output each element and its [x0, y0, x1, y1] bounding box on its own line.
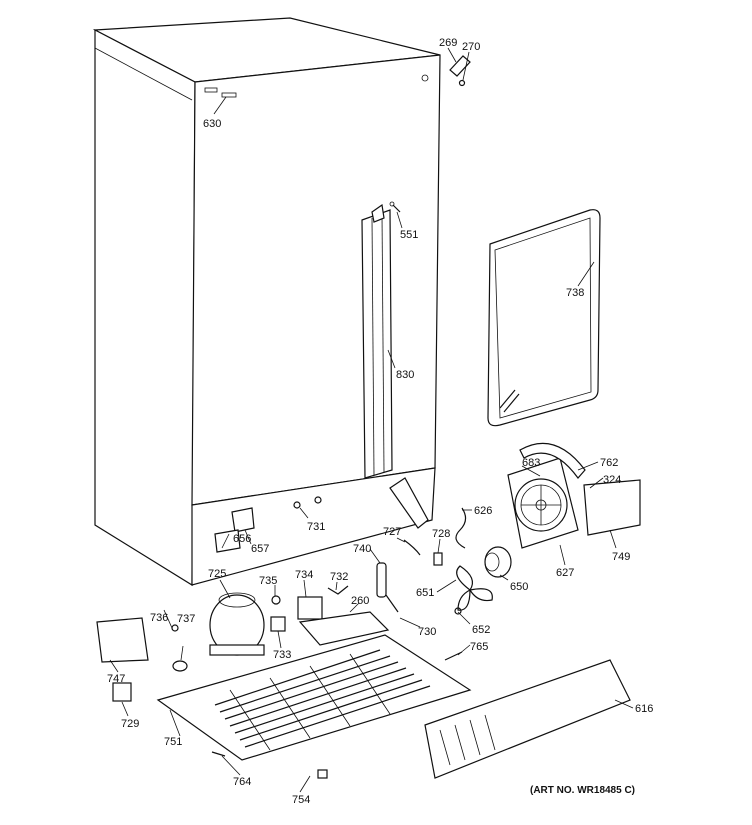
- cover-panel-749: [583, 479, 641, 536]
- callout-728: 728: [432, 528, 450, 540]
- callout-652: 652: [472, 624, 490, 636]
- center-divider-830: [361, 203, 393, 479]
- callout-650: 650: [510, 581, 528, 593]
- callout-734: 734: [295, 569, 313, 581]
- callout-740: 740: [353, 543, 371, 555]
- callout-269: 269: [439, 37, 457, 49]
- callout-683: 683: [522, 457, 540, 469]
- callout-765: 765: [470, 641, 488, 653]
- callout-764: 764: [233, 776, 251, 788]
- callout-657: 657: [251, 543, 269, 555]
- callout-324: 324: [603, 474, 621, 486]
- base-plate-751: [156, 634, 472, 761]
- callout-830: 830: [396, 369, 414, 381]
- callout-labels: 630 269 270 551 738 830 762 683 324 626 …: [107, 37, 653, 806]
- callout-754: 754: [292, 794, 310, 806]
- callout-731: 731: [307, 521, 325, 533]
- callout-627: 627: [556, 567, 574, 579]
- compressor-725: [209, 592, 265, 656]
- callout-551: 551: [400, 229, 418, 241]
- callout-747: 747: [107, 673, 125, 685]
- condenser-260: [298, 611, 390, 646]
- fan-motor-650: [484, 546, 512, 578]
- capacitor-729: [112, 682, 132, 702]
- screw-551: [389, 201, 401, 213]
- callout-737: 737: [177, 613, 195, 625]
- door-gasket-738: [487, 209, 601, 427]
- part-764: [211, 751, 226, 757]
- grille-616: [424, 659, 631, 779]
- fan-shroud-627: [507, 457, 579, 549]
- callout-736: 736: [150, 612, 168, 624]
- callout-730: 730: [418, 626, 436, 638]
- fan-blade-651: [454, 565, 493, 615]
- part-754: [317, 769, 328, 779]
- callout-725: 725: [208, 568, 226, 580]
- callout-656: 656: [233, 533, 251, 545]
- grommet-736: [171, 624, 179, 632]
- callout-616: 616: [635, 703, 653, 715]
- callout-733: 733: [273, 649, 291, 661]
- callout-729: 729: [121, 718, 139, 730]
- drier-740: [376, 562, 399, 613]
- brackets-656-657: [214, 507, 255, 553]
- duct-762: [519, 442, 586, 479]
- condenser-coil-730: [214, 649, 431, 751]
- callout-749: 749: [612, 551, 630, 563]
- tube-626: [455, 507, 467, 549]
- callout-630: 630: [203, 118, 221, 130]
- grommet-735: [271, 595, 281, 605]
- callout-651: 651: [416, 587, 434, 599]
- callout-735: 735: [259, 575, 277, 587]
- callout-738: 738: [566, 287, 584, 299]
- callout-270: 270: [462, 41, 480, 53]
- callout-260: 260: [351, 595, 369, 607]
- clips-731: [293, 496, 322, 509]
- callout-727: 727: [383, 526, 401, 538]
- part-737: [172, 660, 188, 672]
- part-269-270: [449, 55, 471, 87]
- relay-734: [297, 596, 323, 620]
- art-number: (ART NO. WR18485 C): [530, 785, 635, 796]
- callout-751: 751: [164, 736, 182, 748]
- clip-732: [327, 585, 349, 595]
- callout-626: 626: [474, 505, 492, 517]
- shield-747: [96, 617, 149, 663]
- leg-bracket: [389, 477, 429, 529]
- leader-lines: [109, 47, 634, 793]
- tube-727-728: [403, 539, 443, 566]
- callout-732: 732: [330, 571, 348, 583]
- callout-762: 762: [600, 457, 618, 469]
- overload-733: [270, 616, 286, 632]
- clip-765: [444, 651, 463, 661]
